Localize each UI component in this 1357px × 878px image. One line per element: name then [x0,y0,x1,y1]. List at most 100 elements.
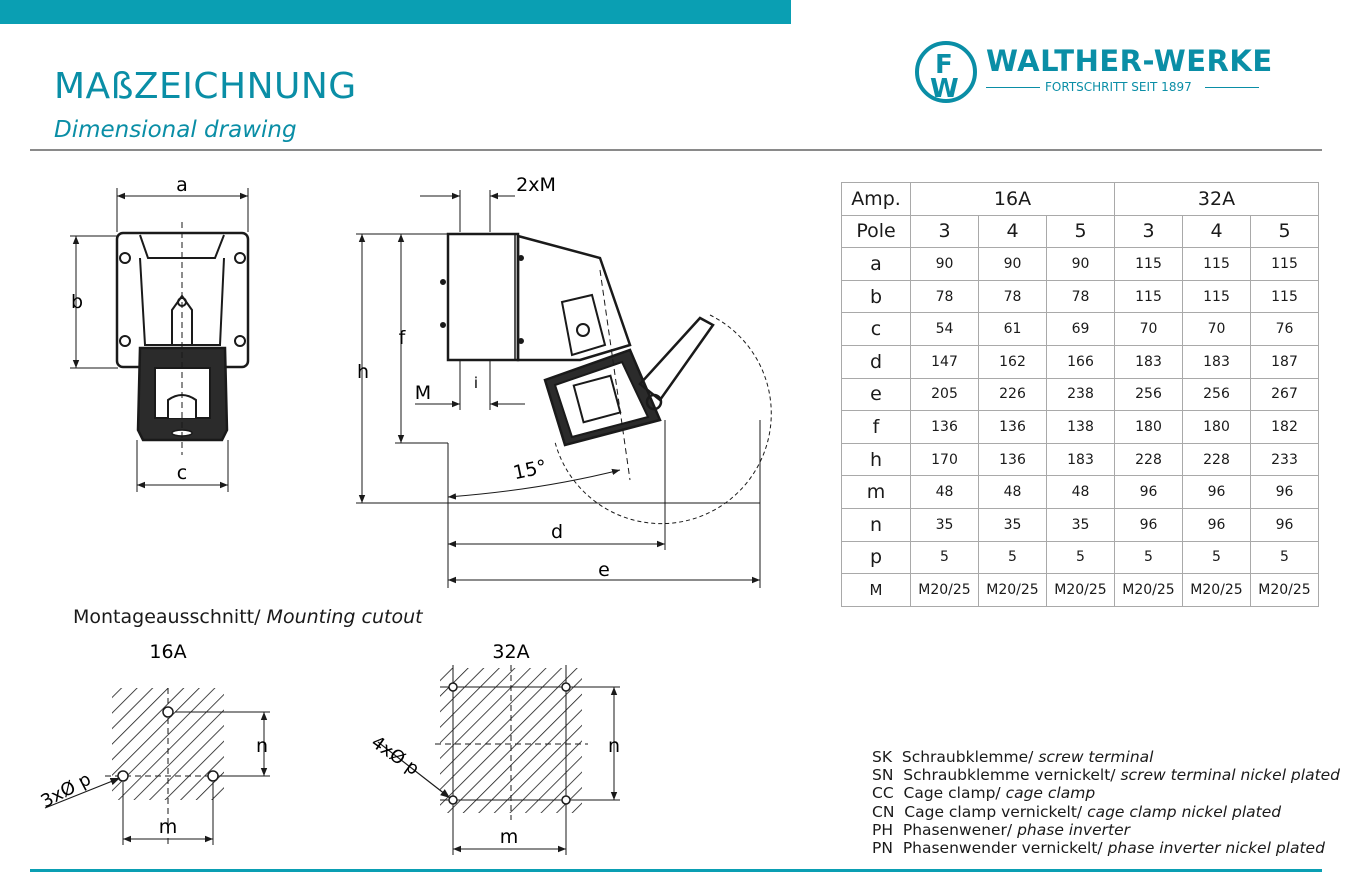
side-label-2xm: 2xM [516,174,556,196]
table-group-32a: 32A [1114,182,1319,216]
side-label-e: e [598,559,610,581]
table-row-label: p [841,540,911,575]
table-pole: 4 [978,214,1047,249]
table-cell: 228 [1114,442,1183,477]
cutout-16a [44,688,270,845]
side-label-h: h [357,361,369,383]
side-view [356,190,772,588]
legend-item: SN Schraubklemme vernickelt/ screw termi… [872,766,1340,784]
table-row-label: a [841,247,911,281]
table-cell: M20/25 [910,573,979,607]
legend-en: cage clamp [1005,784,1096,803]
side-label-angle: 15° [511,456,549,485]
cutout-heading-en: Mounting cutout [266,606,423,628]
table-cell: 182 [1250,410,1319,444]
table-cell: 183 [1046,442,1115,477]
table-cell: 78 [910,279,979,314]
top-accent-bar [0,0,791,24]
table-cell: 226 [978,377,1047,412]
table-cell: 96 [1114,507,1183,542]
brand-logo: F W WALTHER-WERKE FORTSCHRITT SEIT 1897 [914,40,1272,106]
table-cell: 115 [1114,279,1183,314]
table-cell: 35 [978,507,1047,542]
table-row-label: m [841,475,911,509]
brand-name: WALTHER-WERKE [986,44,1273,78]
tagline-rule-left [986,87,1040,88]
cutout-heading-de: Montageausschnitt/ [73,606,261,628]
legend-item: PN Phasenwender vernickelt/ phase invert… [872,839,1340,857]
table-cell: 96 [1250,507,1319,542]
cutout-16a-n: n [256,735,268,757]
table-cell: 96 [1182,507,1251,542]
legend-item: PH Phasenwener/ phase inverter [872,821,1340,839]
table-cell: 267 [1250,377,1319,412]
legend-en: screw terminal nickel plated [1120,766,1341,785]
legend-item: SK Schraubklemme/ screw terminal [872,748,1340,766]
front-label-b: b [71,291,83,313]
side-label-d: d [551,521,563,543]
legend-code: PN [872,839,893,858]
table-cell: M20/25 [1046,573,1115,607]
legend-code: SN [872,766,894,785]
table-cell: 162 [978,344,1047,379]
table-cell: 183 [1114,344,1183,379]
svg-text:W: W [930,74,959,104]
legend-en: phase inverter [1017,820,1130,839]
cutout-16a-title: 16A [149,641,186,663]
front-label-c: c [177,462,187,484]
table-cell: 5 [978,540,1047,575]
cutout-32a-m: m [500,826,519,848]
cutout-32a [377,665,620,855]
legend-de: Schraubklemme/ [901,748,1034,766]
table-pole: 3 [1114,214,1183,249]
table-cell: 61 [978,312,1047,346]
table-cell: 147 [910,344,979,379]
table-cell: 48 [978,475,1047,509]
table-cell: 96 [1114,475,1183,509]
table-cell: M20/25 [978,573,1047,607]
legend-de: Phasenwender vernickelt/ [902,839,1103,858]
table-cell: 238 [1046,377,1115,412]
table-row-label: f [841,410,911,444]
table-cell: 187 [1250,344,1319,379]
table-row-label: c [841,312,911,346]
table-pole: 5 [1250,214,1319,249]
table-cell: 180 [1182,410,1251,444]
cutout-16a-m: m [159,816,178,838]
table-cell: 183 [1182,344,1251,379]
front-view [70,188,250,492]
table-cell: 180 [1114,410,1183,444]
table-cell: 96 [1250,475,1319,509]
table-cell: 48 [1046,475,1115,509]
svg-text:F: F [935,50,953,80]
table-cell: 115 [1250,247,1319,281]
footer-divider [30,869,1322,872]
table-cell: 228 [1182,442,1251,477]
table-row-label: h [841,442,911,477]
table-cell: 115 [1250,279,1319,314]
side-label-m: M [415,382,431,404]
table-cell: 256 [1114,377,1183,412]
legend-en: phase inverter nickel plated [1107,839,1325,858]
table-cell: 138 [1046,410,1115,444]
table-cell: 48 [910,475,979,509]
table-cell: 78 [1046,279,1115,314]
table-cell: M20/25 [1114,573,1183,607]
table-header-pole: Pole [841,214,911,249]
table-cell: 96 [1182,475,1251,509]
table-cell: 70 [1182,312,1251,346]
table-cell: 5 [910,540,979,575]
table-cell: 136 [910,410,979,444]
legend-de: Schraubklemme vernickelt/ [903,766,1116,785]
table-cell: 5 [1182,540,1251,575]
table-cell: 90 [978,247,1047,281]
